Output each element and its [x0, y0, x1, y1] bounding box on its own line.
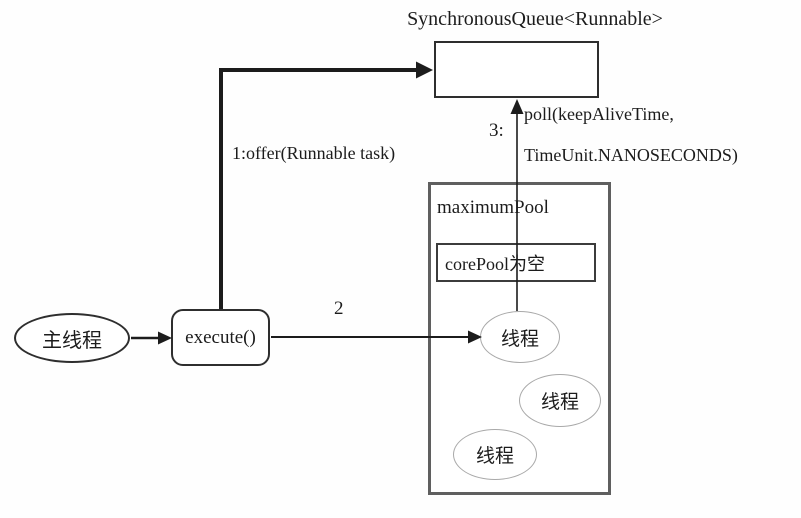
- synchronous-queue-title: SynchronousQueue<Runnable>: [407, 8, 663, 30]
- execute-box: execute(): [171, 309, 270, 366]
- thread-ellipse-2: 线程: [519, 374, 601, 427]
- offer-arrowhead: [416, 61, 433, 79]
- step3-arrow-label: 3:: [489, 120, 504, 141]
- thread-label: 线程: [500, 328, 539, 350]
- poll-label-line1: poll(keepAliveTime,: [524, 104, 674, 124]
- offer-arrow-line: [219, 68, 419, 309]
- synchronous-queue-box: [434, 41, 599, 98]
- main-thread-label: 主线程: [42, 329, 102, 352]
- main-thread-ellipse: 主线程: [14, 313, 130, 363]
- thread-label: 线程: [475, 446, 514, 467]
- core-pool-box: corePool为空: [436, 243, 596, 282]
- thread-label: 线程: [540, 392, 579, 413]
- step2-arrow-label: 2: [334, 298, 344, 319]
- execute-label: execute(): [185, 326, 256, 348]
- step3-arrowhead: [510, 99, 524, 114]
- thread-ellipse-3: 线程: [453, 429, 537, 480]
- main-to-execute-arrowhead: [158, 331, 172, 345]
- offer-arrow-label: 1:offer(Runnable task): [232, 143, 396, 163]
- core-pool-label: corePool为空: [445, 253, 545, 274]
- poll-label-line2: TimeUnit.NANOSECONDS): [524, 145, 738, 165]
- thread-ellipse-1: 线程: [480, 311, 560, 363]
- maximum-pool-title: maximumPool: [437, 197, 549, 218]
